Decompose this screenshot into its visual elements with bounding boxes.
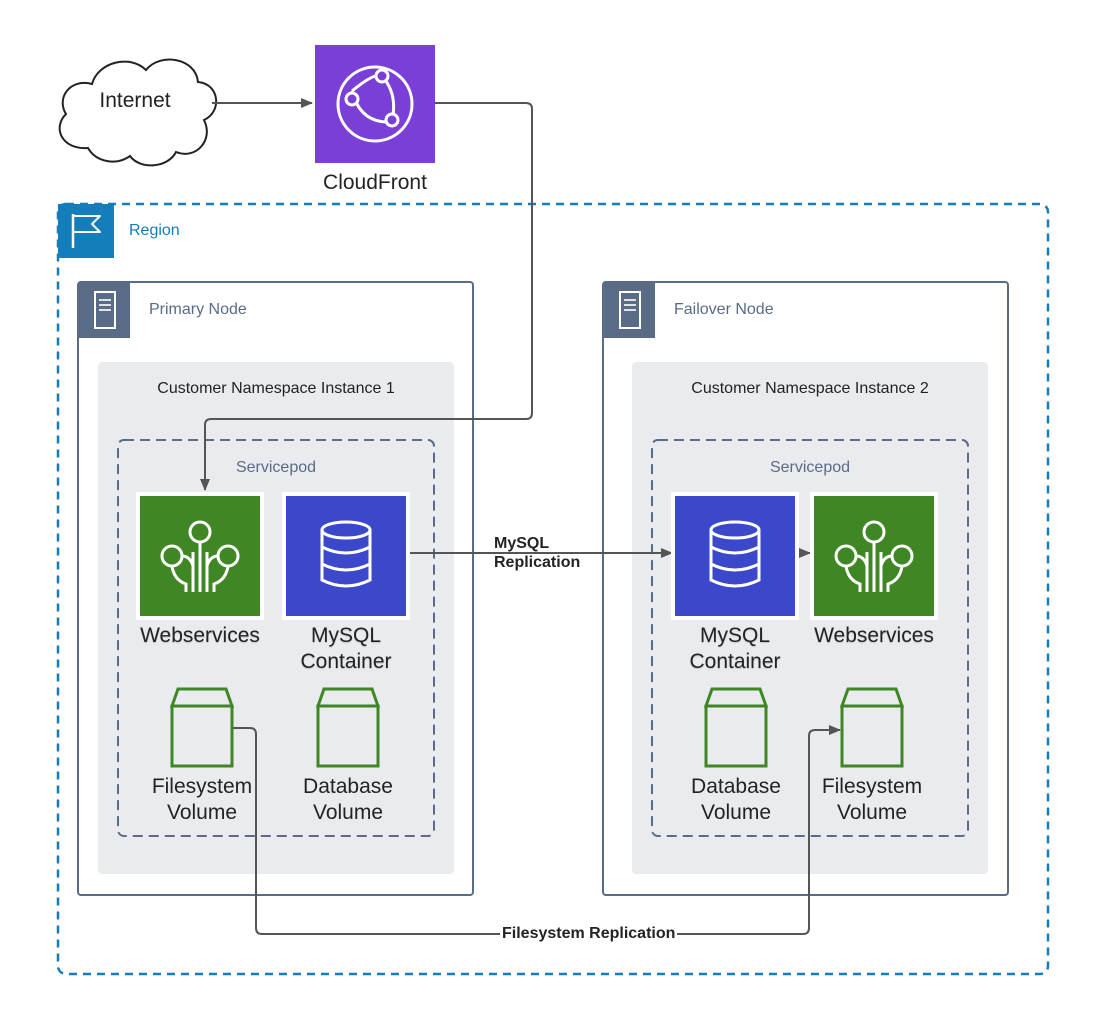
internet-label: Internet: [99, 89, 171, 112]
mysql-container-1-label-line1: MySQL: [310, 624, 381, 647]
circuit-icon: [810, 492, 938, 620]
primary-node-label: Primary Node: [149, 301, 247, 318]
servicepod-1-label: Servicepod: [235, 459, 317, 476]
namespace-instance-1-label: Customer Namespace Instance 1: [157, 380, 395, 397]
filesystem-replication-label: Filesystem Replication: [500, 925, 678, 943]
filesystem-volume-1-label-line2: Volume: [166, 801, 238, 824]
servicepod-2-label: Servicepod: [769, 459, 851, 476]
cloudfront-label: CloudFront: [323, 171, 427, 194]
filesystem-volume-2-label-line1: Filesystem: [821, 775, 923, 798]
region-boundary: [56, 202, 1050, 976]
cloud-icon: [58, 58, 218, 167]
webservices-2-label: Webservices: [814, 624, 934, 647]
cloudfront-to-webservices-arrow: [200, 102, 533, 491]
filesystem-volume-2-label-line2: Volume: [836, 801, 908, 824]
server-icon: [603, 282, 655, 338]
database-volume-2-label-line1: Database: [691, 775, 781, 798]
namespace-instance-2-label: Customer Namespace Instance 2: [691, 380, 929, 397]
storage-box-icon: [703, 687, 769, 768]
servicepod-2-box: [651, 439, 969, 837]
mysql-replication-label-line2: Replication: [492, 554, 583, 572]
mysql-container-1-label-line2: Container: [300, 650, 392, 673]
webservices-1-label: Webservices: [140, 624, 260, 647]
storage-box-icon: [315, 687, 381, 768]
database-icon: [282, 492, 410, 620]
mysql-container-2-label-line1: MySQL: [699, 624, 770, 647]
filesystem-volume-1-label-line1: Filesystem: [151, 775, 253, 798]
database-volume-1-label-line1: Database: [303, 775, 393, 798]
database-icon: [671, 492, 799, 620]
circuit-icon: [136, 492, 264, 620]
server-icon: [78, 282, 130, 338]
database-volume-1-label-line2: Volume: [312, 801, 384, 824]
servicepod-1-box: [117, 439, 435, 837]
storage-box-icon: [839, 687, 905, 768]
mysql-replication-label-line1: MySQL: [494, 535, 550, 552]
globe-network-icon: [315, 45, 435, 163]
failover-node-label: Failover Node: [674, 301, 774, 318]
flag-icon: [58, 204, 114, 258]
storage-box-icon: [169, 687, 235, 768]
namespace-instance-1-box: [98, 362, 454, 874]
database-volume-2-label-line2: Volume: [700, 801, 772, 824]
region-label: Region: [129, 222, 180, 239]
mysql-container-2-label-line2: Container: [689, 650, 781, 673]
